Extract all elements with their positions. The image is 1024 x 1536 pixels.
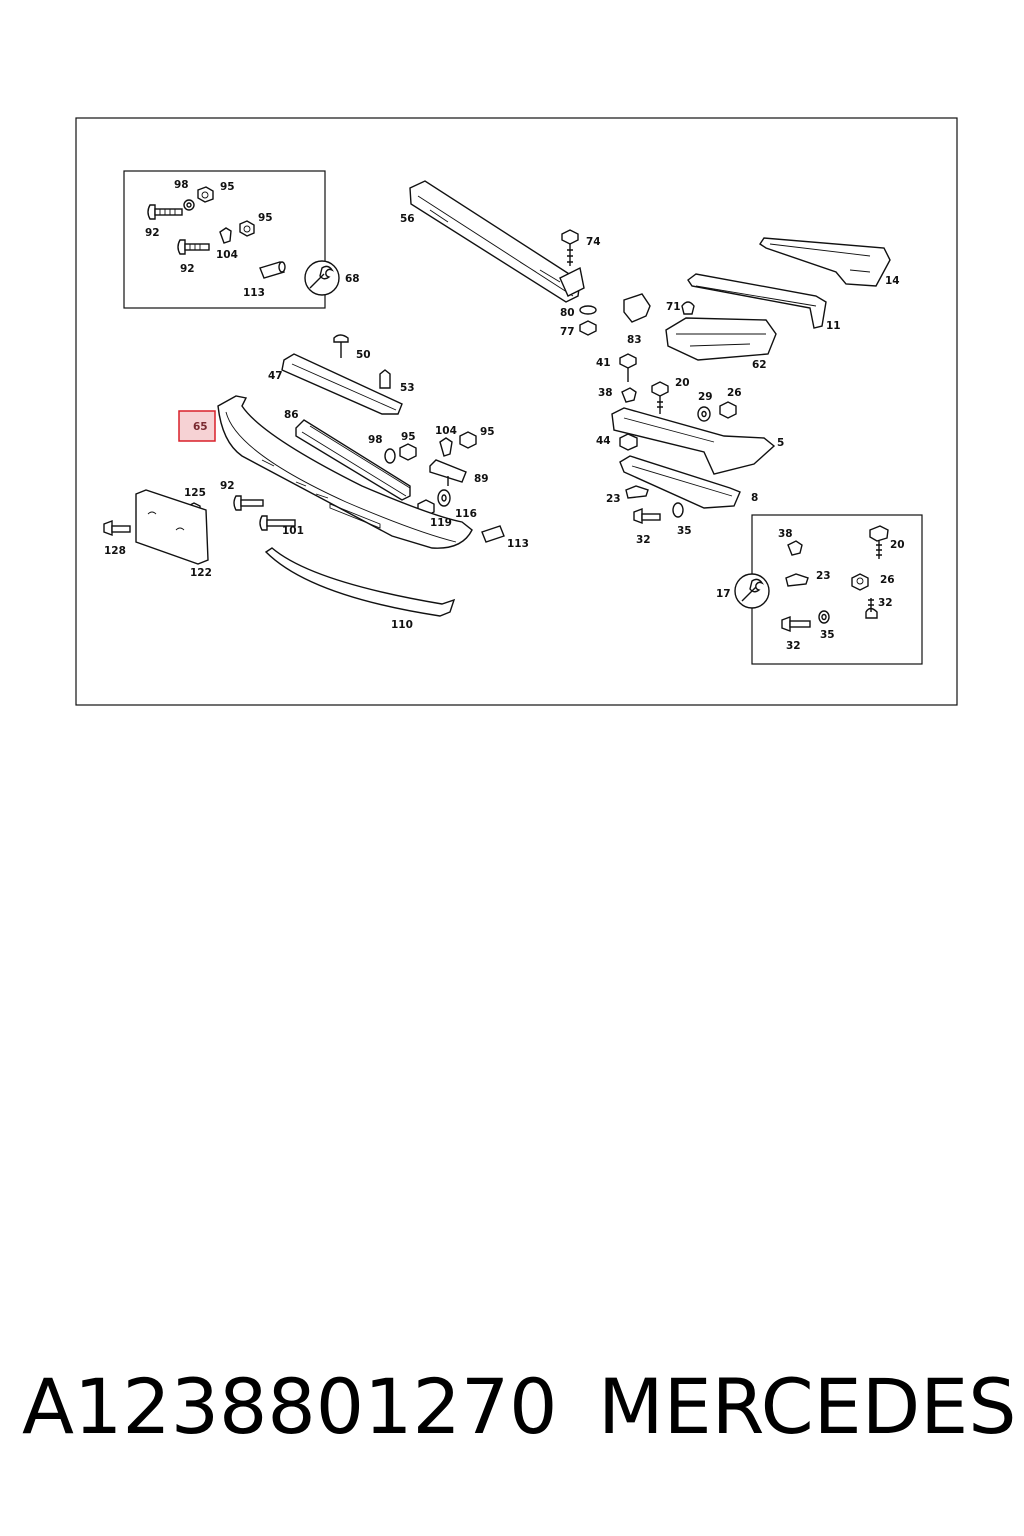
label-95a: 95 (480, 426, 495, 438)
part-number: A1238801270 (22, 1362, 558, 1451)
label-47: 47 (268, 370, 283, 382)
parts-exploded-diagram: 98 95 92 95 104 92 113 68 38 20 23 26 17… (75, 117, 958, 706)
label-74: 74 (586, 236, 601, 248)
bumper-65 (217, 395, 473, 549)
label-110: 110 (391, 619, 413, 631)
svg-text:92: 92 (180, 263, 195, 275)
inset-left: 98 95 92 95 104 92 113 68 (123, 170, 360, 309)
svg-text:17: 17 (716, 588, 731, 600)
label-83: 83 (627, 334, 642, 346)
label-104: 104 (435, 425, 457, 437)
label-80: 80 (560, 307, 575, 319)
label-11: 11 (826, 320, 841, 332)
label-38: 38 (598, 387, 613, 399)
label-5: 5 (777, 437, 784, 449)
part-labels: 56 74 14 71 11 80 77 83 62 50 47 53 41 2… (104, 213, 900, 631)
svg-text:113: 113 (243, 287, 265, 299)
label-128: 128 (104, 545, 126, 557)
label-56: 56 (400, 213, 415, 225)
label-101: 101 (282, 525, 304, 537)
label-89: 89 (474, 473, 489, 485)
label-62: 62 (752, 359, 767, 371)
svg-text:32: 32 (878, 597, 893, 609)
svg-text:104: 104 (216, 249, 238, 261)
label-50: 50 (356, 349, 371, 361)
label-125: 125 (184, 487, 206, 499)
main-parts (103, 180, 891, 617)
brand-name: MERCEDES (598, 1362, 1017, 1451)
label-98: 98 (368, 434, 383, 446)
svg-text:23: 23 (816, 570, 831, 582)
label-65-highlighted: 65 (193, 421, 208, 433)
label-116: 116 (455, 508, 477, 520)
label-23: 23 (606, 493, 621, 505)
svg-text:32: 32 (786, 640, 801, 652)
svg-text:92: 92 (145, 227, 160, 239)
label-35: 35 (677, 525, 692, 537)
label-14: 14 (885, 275, 900, 287)
highlight-box (178, 410, 216, 442)
svg-text:95: 95 (220, 181, 235, 193)
label-44: 44 (596, 435, 611, 447)
label-77: 77 (560, 326, 575, 338)
label-86: 86 (284, 409, 299, 421)
inset-right: 38 20 23 26 17 32 35 32 (716, 514, 923, 665)
label-29: 29 (698, 391, 713, 403)
svg-text:95: 95 (258, 212, 273, 224)
label-122: 122 (190, 567, 212, 579)
label-8: 8 (751, 492, 758, 504)
svg-text:98: 98 (174, 179, 189, 191)
label-119: 119 (430, 517, 452, 529)
label-71: 71 (666, 301, 681, 313)
label-32: 32 (636, 534, 651, 546)
footer: A1238801270 MERCEDES (0, 1362, 1024, 1482)
label-113: 113 (507, 538, 529, 550)
svg-text:68: 68 (345, 273, 360, 285)
svg-text:26: 26 (880, 574, 895, 586)
wrench-icon (734, 573, 770, 609)
label-26: 26 (727, 387, 742, 399)
label-20: 20 (675, 377, 690, 389)
label-95b: 95 (401, 431, 416, 443)
diagram-frame (75, 117, 958, 706)
label-53: 53 (400, 382, 415, 394)
wrench-icon (304, 260, 340, 296)
svg-text:20: 20 (890, 539, 905, 551)
svg-text:38: 38 (778, 528, 793, 540)
label-92: 92 (220, 480, 235, 492)
label-41: 41 (596, 357, 611, 369)
svg-text:35: 35 (820, 629, 835, 641)
